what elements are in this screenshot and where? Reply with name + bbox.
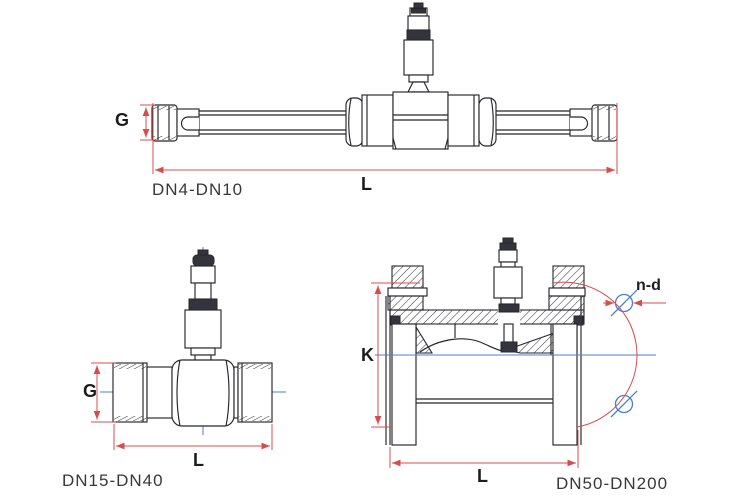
- dn4-dimension-l: [152, 103, 618, 174]
- dn4-sensor-head: [403, 2, 434, 93]
- dn15-l-dimension-label: L: [193, 450, 204, 470]
- dn15-meter-body: [112, 359, 273, 427]
- dn15-dn40-drawing: [91, 247, 286, 450]
- dn15-caption: DN15-DN40: [62, 471, 164, 490]
- dn50-bolt-circle: [552, 281, 666, 428]
- dn4-meter-body: [151, 91, 618, 150]
- dn50-pipe-wall: [389, 309, 585, 326]
- dn50-lower-body: [391, 323, 578, 446]
- dn4-caption: DN4-DN10: [152, 180, 244, 199]
- dn50-sensor-head: [493, 237, 523, 313]
- dn4-g-dimension-label: G: [115, 110, 130, 130]
- dn15-sensor-head: [184, 249, 222, 365]
- dn50-dn200-drawing: [371, 237, 666, 468]
- dn50-caption: DN50-DN200: [556, 474, 669, 493]
- dn15-dimension-g: [91, 362, 116, 423]
- dn50-bolt-hole-label: n-d: [636, 277, 661, 294]
- dn4-l-dimension-label: L: [361, 174, 372, 194]
- dn4-dn10-drawing: [140, 2, 618, 174]
- dn50-dimension-l: [389, 430, 579, 468]
- dn15-dimension-l: [113, 424, 273, 450]
- dn15-g-dimension-label: G: [83, 381, 98, 401]
- dn50-l-dimension-label: L: [477, 466, 488, 486]
- dn50-k-dimension-label: K: [361, 345, 374, 365]
- dn50-dimension-k: [371, 282, 420, 428]
